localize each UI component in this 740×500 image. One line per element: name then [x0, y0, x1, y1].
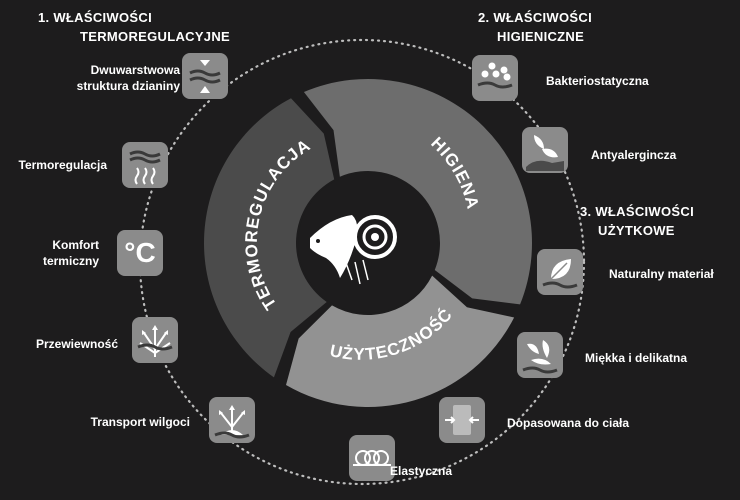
center-circle	[298, 173, 438, 313]
bacteriostatic-dots-icon	[472, 55, 518, 101]
segment-termoregulacja	[204, 98, 335, 378]
segment-uzytecznosc	[286, 275, 515, 407]
ram-head-logo	[310, 215, 397, 285]
elastic-coil-icon	[349, 435, 395, 481]
label-dwuwarstwowa: Dwuwarstwowa struktura dzianiny	[77, 62, 180, 94]
antiallergic-feathers-icon	[522, 127, 568, 173]
body-fit-icon	[439, 397, 485, 443]
thermoregulation-waves-icon	[122, 142, 168, 188]
natural-leaf-icon	[537, 249, 583, 295]
group2-header-line1: 2. WŁAŚCIWOŚCI	[478, 10, 592, 25]
label-line: Dwuwarstwowa	[90, 63, 180, 77]
soft-feathers-icon	[517, 332, 563, 378]
group3-header-line2: UŻYTKOWE	[598, 223, 675, 238]
group1-header-line2: TERMOREGULACYJNE	[80, 29, 230, 44]
label-termoregulacja: Termoregulacja	[18, 158, 107, 172]
label-antyalergiczna: Antyalergincza	[591, 148, 677, 162]
label-transport: Transport wilgoci	[90, 415, 190, 429]
label-miekka: Miękka i delikatna	[585, 351, 688, 365]
label-naturalny: Naturalny materiał	[609, 267, 714, 281]
label-bakteriostatyczna: Bakteriostatyczna	[546, 74, 649, 88]
label-line: Komfort	[52, 238, 99, 252]
label-elastyczna: Elastyczna	[390, 464, 453, 478]
label-line: struktura dzianiny	[76, 79, 180, 93]
group3-header-line1: 3. WŁAŚCIWOŚCI	[580, 204, 694, 219]
label-komfort: Komfort termiczny	[43, 237, 99, 269]
moisture-transport-icon	[209, 397, 255, 443]
breathability-arrows-icon	[132, 317, 178, 363]
group2-header-line2: HIGIENICZNE	[497, 29, 585, 44]
label-line: termiczny	[42, 254, 99, 268]
label-dopasowana: Dopasowana do ciała	[507, 416, 630, 430]
celsius-icon: °C	[117, 230, 163, 276]
label-przewiewnosc: Przewiewność	[35, 337, 118, 351]
segment-higiena	[303, 79, 532, 305]
group1-header-line1: 1. WŁAŚCIWOŚCI	[38, 10, 152, 25]
double-layer-icon	[182, 53, 228, 99]
